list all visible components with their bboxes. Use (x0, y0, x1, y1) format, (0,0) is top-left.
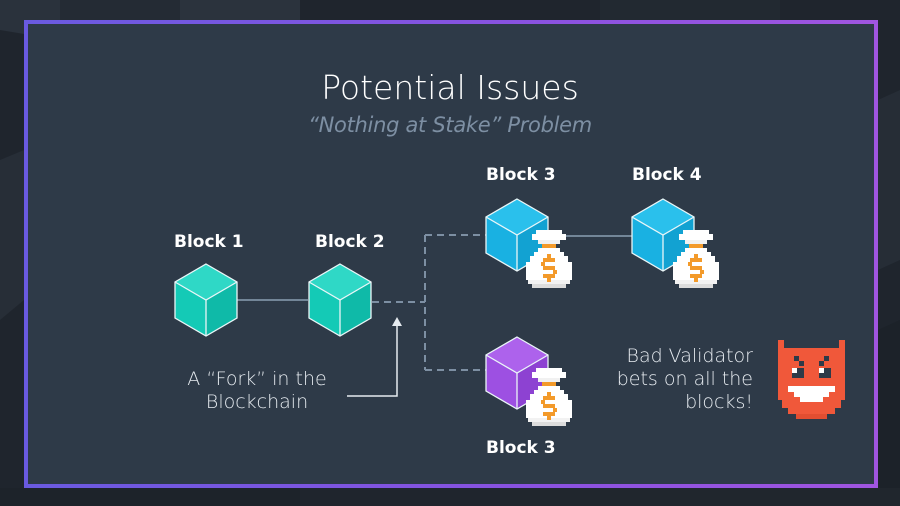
block-1-cube[interactable] (174, 263, 238, 337)
fork-caption: A “Fork” in the Blockchain (177, 368, 337, 414)
fork-arrow (347, 317, 402, 397)
fork-caption-line2: Blockchain (205, 391, 309, 413)
block-4-label: Block 4 (632, 165, 702, 185)
block-2-cube[interactable] (308, 263, 372, 337)
slide-panel (28, 24, 874, 484)
fork-dashed-connector (372, 234, 488, 371)
slide-title: Potential Issues (321, 68, 579, 107)
devil-icon (778, 340, 845, 419)
validator-caption: Bad Validator bets on all the blocks! (617, 345, 753, 414)
block-2-label: Block 2 (315, 232, 385, 252)
slide-frame (24, 20, 878, 488)
validator-caption-line3: blocks! (685, 391, 753, 413)
money-bag-icon (526, 230, 572, 288)
validator-caption-line2: bets on all the (616, 368, 753, 390)
block-1-label: Block 1 (174, 232, 244, 252)
fork-caption-line1: A “Fork” in the (187, 368, 327, 390)
money-bag-icon (673, 230, 719, 288)
validator-caption-line1: Bad Validator (626, 345, 754, 367)
money-bag-icon (526, 368, 572, 426)
block-3-bottom-label: Block 3 (486, 438, 556, 458)
slide-subtitle: “Nothing at Stake” Problem (308, 113, 592, 137)
block-3-top-label: Block 3 (486, 165, 556, 185)
